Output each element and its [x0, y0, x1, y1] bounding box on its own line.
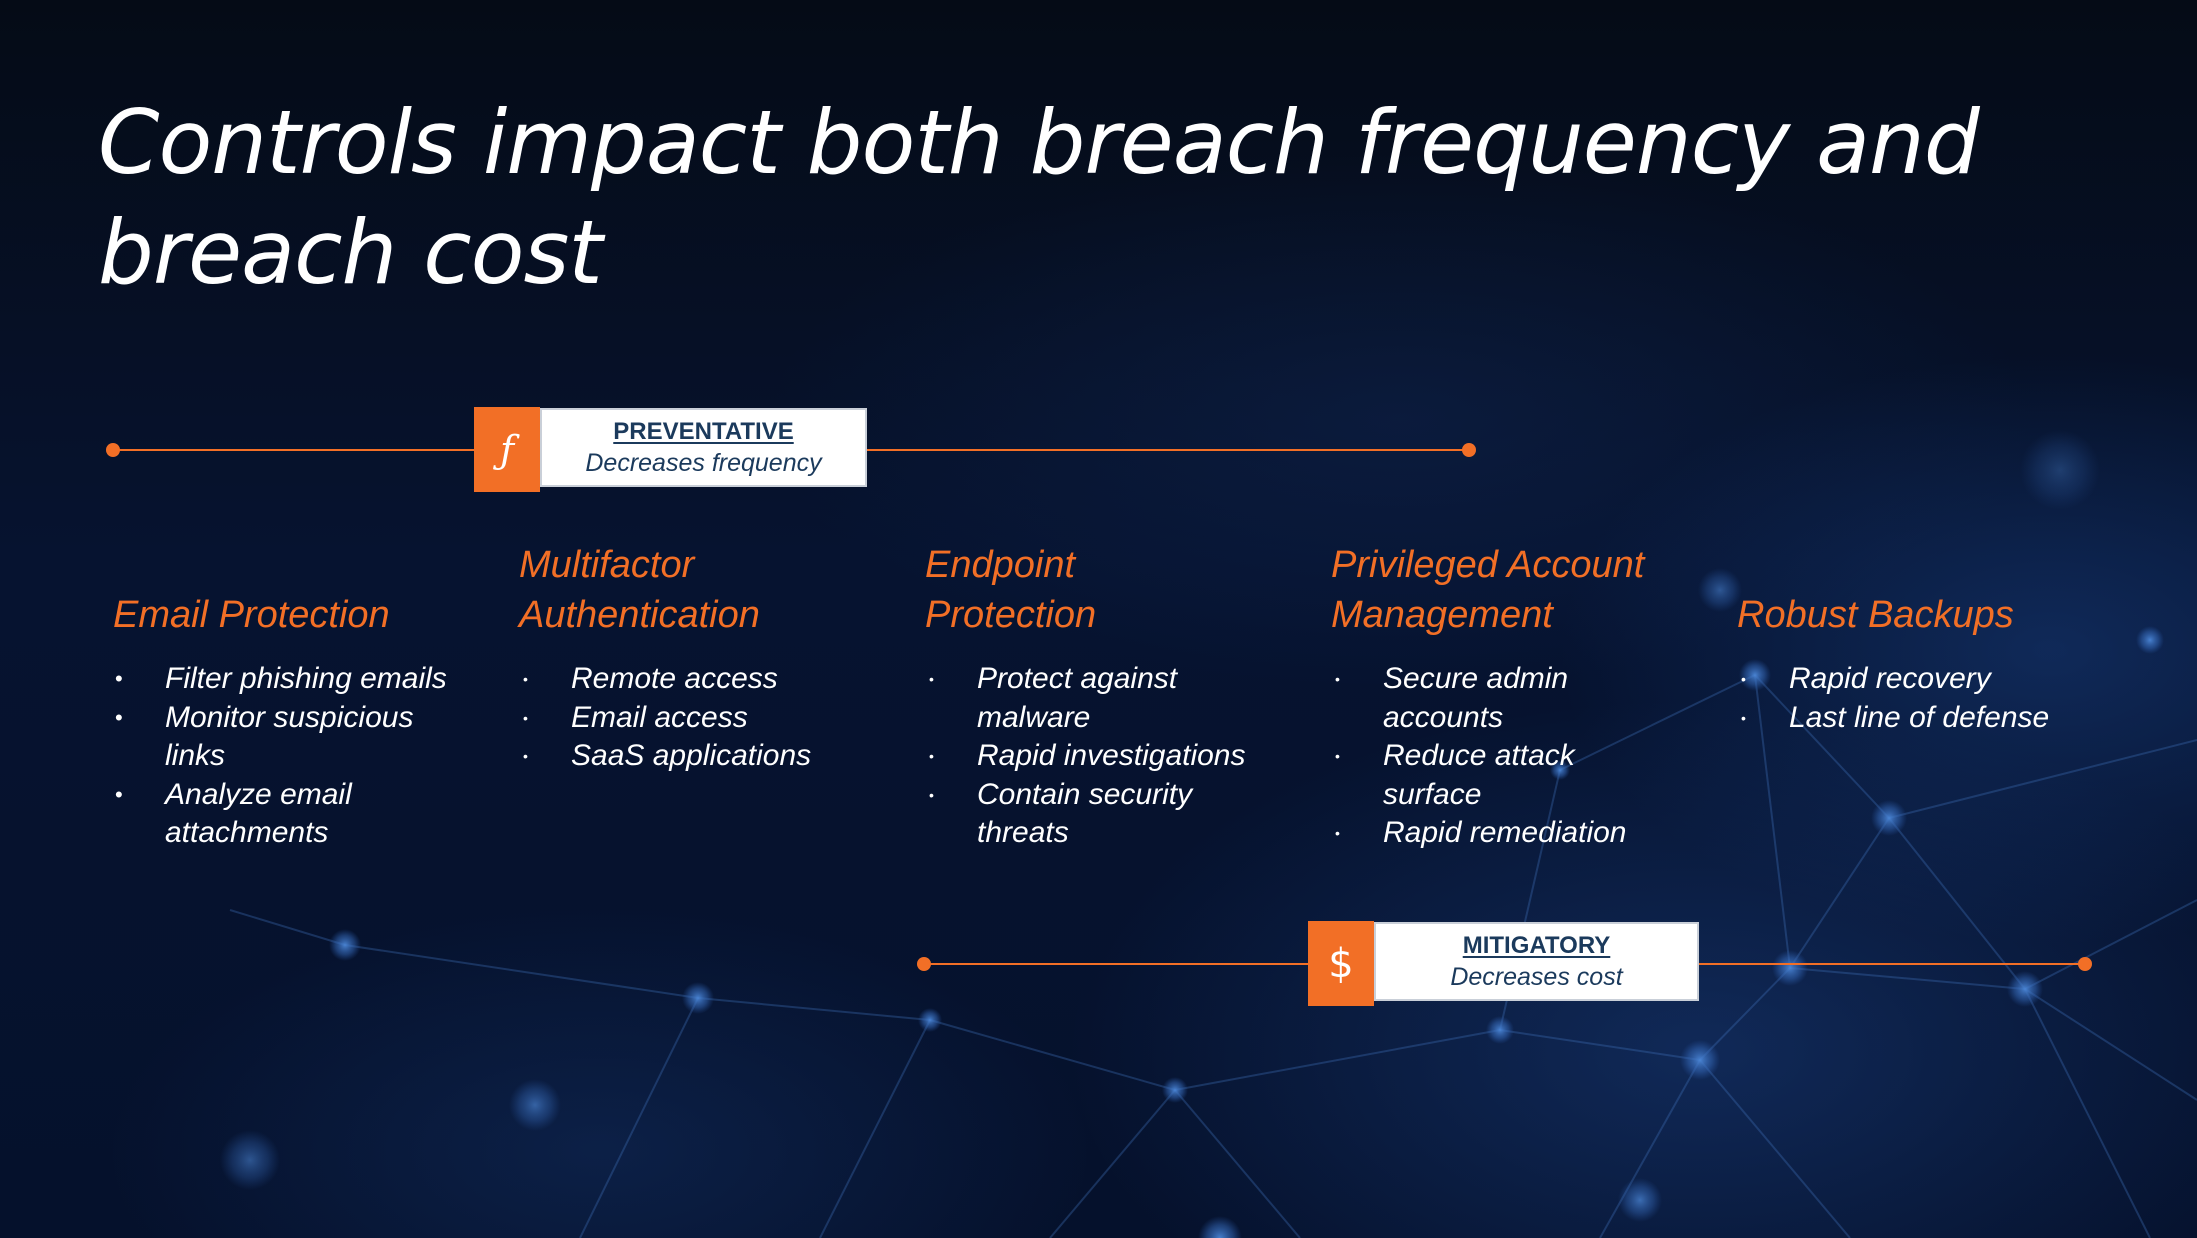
control-column-endpoint-protection: Endpoint Protection Protect against malw…	[925, 530, 1325, 853]
preventative-badge: ƒ PREVENTATIVE Decreases frequency	[474, 407, 867, 492]
list-item: Email access	[519, 699, 871, 738]
list-item: Protect against malware	[925, 660, 1217, 737]
list-item: Secure admin accounts	[1331, 660, 1613, 737]
dollar-icon: $	[1308, 921, 1374, 1006]
mitigatory-label-box: MITIGATORY Decreases cost	[1374, 922, 1699, 1001]
list-item: Monitor suspicious links	[113, 699, 465, 776]
control-heading: Email Protection	[113, 594, 390, 636]
function-f-icon: ƒ	[474, 407, 540, 492]
control-bullet-list: Rapid recovery Last line of defense	[1737, 660, 2137, 737]
preventative-label: PREVENTATIVE	[613, 417, 794, 445]
mitigatory-badge: $ MITIGATORY Decreases cost	[1308, 921, 1699, 1006]
control-column-email-protection: Email Protection Filter phishing emails …	[113, 530, 513, 853]
list-item: Rapid investigations	[925, 737, 1277, 776]
preventative-end-dot	[1462, 443, 1476, 457]
preventative-start-dot	[106, 443, 120, 457]
preventative-subtitle: Decreases frequency	[585, 448, 822, 477]
list-item: Rapid recovery	[1737, 660, 2089, 699]
control-heading: Endpoint Protection	[925, 544, 1097, 636]
list-item: Rapid remediation	[1331, 814, 1683, 853]
list-item: Last line of defense	[1737, 699, 2129, 738]
list-item: Filter phishing emails	[113, 660, 465, 699]
mitigatory-end-dot	[2078, 957, 2092, 971]
control-bullet-list: Secure admin accounts Reduce attack surf…	[1331, 660, 1731, 853]
list-item: Analyze email attachments	[113, 776, 465, 853]
control-bullet-list: Protect against malware Rapid investigat…	[925, 660, 1325, 853]
control-bullet-list: Remote access Email access SaaS applicat…	[519, 660, 919, 776]
mitigatory-start-dot	[917, 957, 931, 971]
list-item: Contain security threats	[925, 776, 1217, 853]
mitigatory-label: MITIGATORY	[1462, 931, 1611, 959]
control-column-multifactor-authentication: Multifactor Authentication Remote access…	[519, 530, 919, 776]
control-bullet-list: Filter phishing emails Monitor suspiciou…	[113, 660, 513, 853]
mitigatory-subtitle: Decreases cost	[1450, 962, 1623, 991]
list-item: SaaS applications	[519, 737, 871, 776]
list-item: Reduce attack surface	[1331, 737, 1613, 814]
slide-title: Controls impact both breach frequency an…	[98, 91, 1980, 304]
control-heading: Privileged Account Management	[1331, 544, 1645, 636]
control-heading: Robust Backups	[1737, 594, 2014, 636]
list-item: Remote access	[519, 660, 871, 699]
control-column-privileged-account-management: Privileged Account Management Secure adm…	[1331, 530, 1731, 853]
control-heading: Multifactor Authentication	[519, 544, 760, 636]
control-column-robust-backups: Robust Backups Rapid recovery Last line …	[1737, 530, 2137, 737]
preventative-label-box: PREVENTATIVE Decreases frequency	[540, 408, 867, 487]
